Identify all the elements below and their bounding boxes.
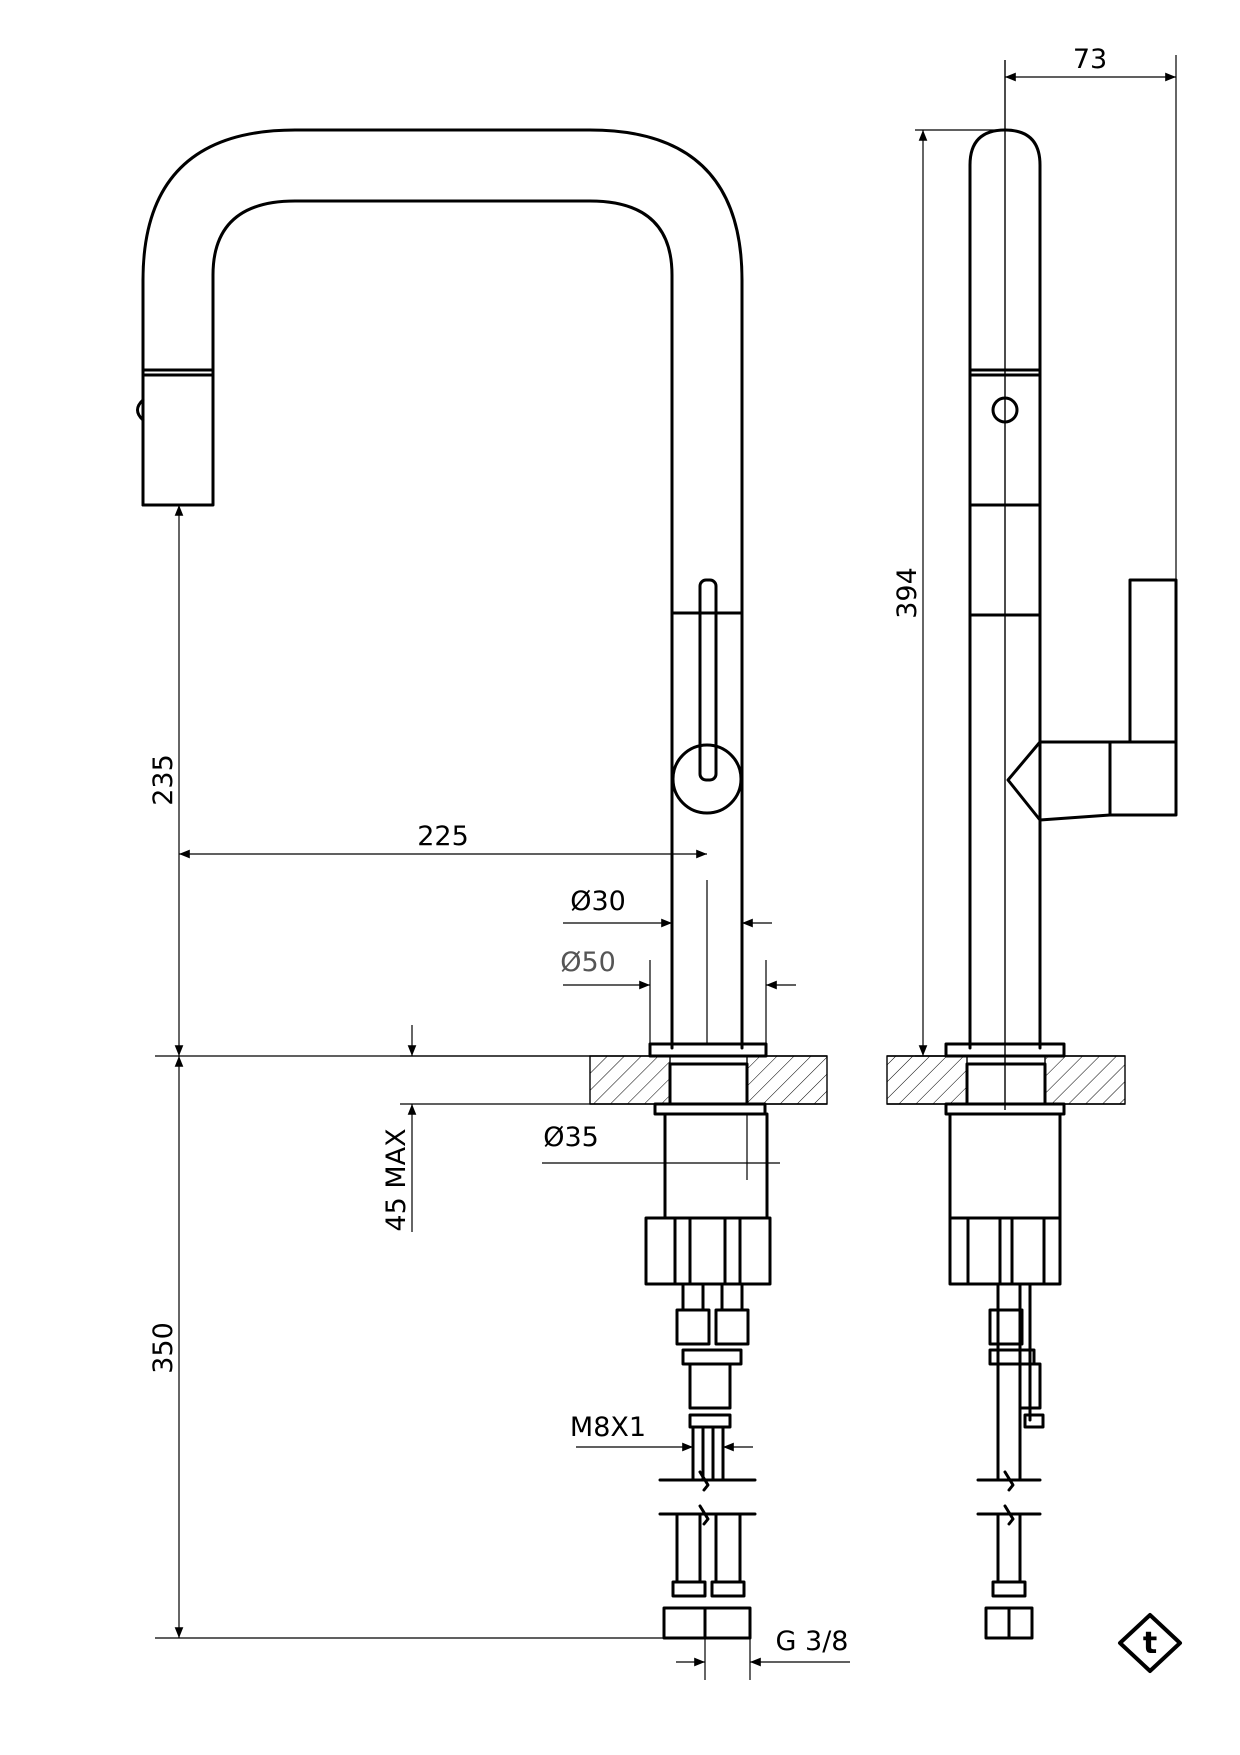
mounting-nut: [644, 1216, 772, 1286]
dim-hose-length: 350: [148, 1322, 179, 1374]
side-view: 394 73: [886, 44, 1178, 1640]
dim-total-height: 394: [892, 567, 923, 619]
dim-base-diameter: Ø50: [560, 947, 616, 978]
lever-handle: [698, 578, 718, 782]
side-spray-button-icon: [991, 396, 1019, 424]
dim-spout-reach: 225: [417, 821, 469, 852]
brand-logo-icon: t: [1118, 1613, 1182, 1673]
spout-inner-outline: [211, 199, 674, 1050]
dim-mount-hole: Ø35: [543, 1122, 599, 1153]
spout-outline: [141, 128, 744, 1050]
spray-button-icon: [136, 398, 145, 422]
dim-body-diameter: Ø30: [570, 886, 626, 917]
front-view: 235 225 Ø30 Ø50 Ø35 45 MAX 350 M8X1: [136, 128, 850, 1680]
side-lever-body: [1006, 740, 1112, 822]
spray-head: [141, 368, 215, 507]
supply-hoses: [658, 1282, 757, 1640]
dim-hose-thread: M8X1: [570, 1412, 646, 1443]
hose-connector: [662, 1606, 752, 1640]
mounting-shank: [663, 1112, 769, 1220]
base-flange: [648, 1042, 768, 1058]
dim-hose-connector: G 3/8: [776, 1626, 849, 1657]
dim-deck-thickness: 45 MAX: [381, 1128, 412, 1231]
dim-spout-height: 235: [148, 754, 179, 806]
side-lever-handle: [1128, 578, 1178, 744]
svg-text:t: t: [1143, 1626, 1157, 1661]
dim-depth: 73: [1073, 44, 1107, 75]
lever-knob: [671, 743, 743, 815]
